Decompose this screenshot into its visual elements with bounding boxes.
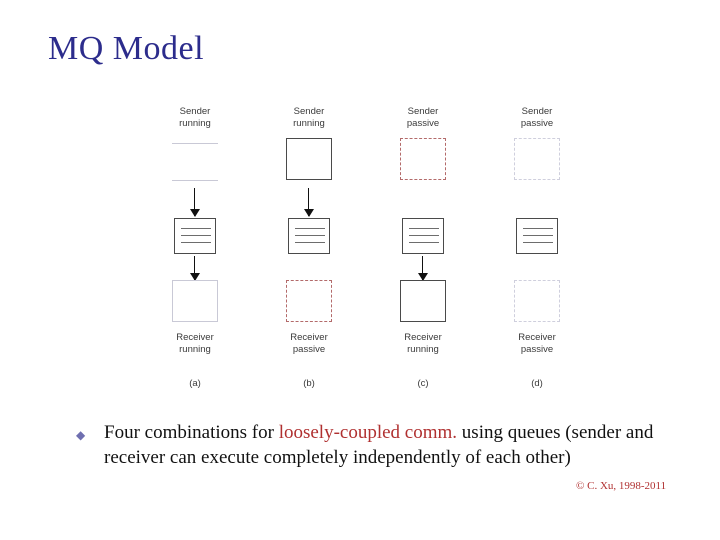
arrow-down-icon [190, 188, 200, 217]
connector-line [172, 180, 218, 181]
figure-letter-a: (a) [189, 378, 201, 389]
queue-icon [288, 218, 330, 254]
sender-box-d [514, 138, 560, 180]
arrow-down-icon [418, 256, 428, 281]
receiver-box-c [400, 280, 446, 322]
arrow-down-icon [304, 188, 314, 217]
figure-letter-b: (b) [303, 378, 315, 389]
receiver-box-d [514, 280, 560, 322]
bullet-text-part2: using queues (sender and receiver can ex… [104, 422, 654, 468]
queue-icon [402, 218, 444, 254]
figure-letter-c: (c) [417, 378, 429, 389]
queue-icon [174, 218, 216, 254]
bullet-text-part1: Four combinations for [104, 422, 279, 443]
connector-line [172, 143, 218, 144]
sender-box-c [400, 138, 446, 180]
bullet-block: ◆ Four combinations for loosely-coupled … [76, 420, 696, 470]
sender-box-b [286, 138, 332, 180]
queue-icon [516, 218, 558, 254]
bullet-text: Four combinations for loosely-coupled co… [104, 420, 696, 470]
receiver-box-b [286, 280, 332, 322]
receiver-box-a [172, 280, 218, 322]
copyright-notice: © C. Xu, 1998-2011 [576, 480, 667, 492]
figure-letter-d: (d) [531, 378, 543, 389]
bullet-highlight: loosely-coupled comm. [278, 422, 458, 443]
arrow-down-icon [190, 256, 200, 281]
bullet-marker-icon: ◆ [76, 428, 86, 442]
page-title: MQ Model [48, 30, 205, 67]
